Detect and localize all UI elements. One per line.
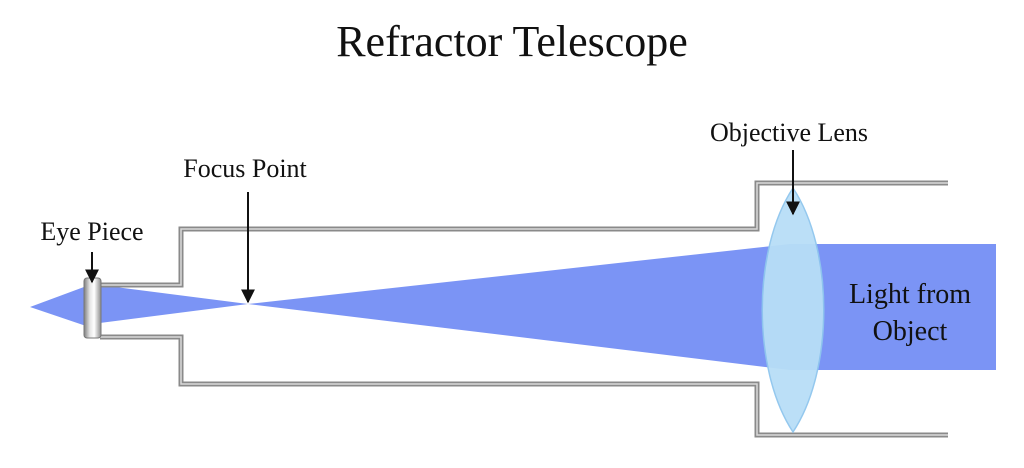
focus-point-label: Focus Point [183,154,307,183]
diverging-light-cone [92,284,248,324]
telescope-tube [100,180,948,438]
objective-lens-label: Objective Lens [710,118,868,147]
objective-lens [761,186,825,434]
light-from-object-label-line2: Object [873,316,948,347]
diagram-title: Refractor Telescope [336,17,688,66]
converging-light-cone [248,244,790,370]
exit-light-beam [30,284,92,328]
light-from-object-label-line1: Light from [849,279,971,310]
eye-piece-lens [83,277,102,339]
eye-piece-label: Eye Piece [40,217,143,246]
